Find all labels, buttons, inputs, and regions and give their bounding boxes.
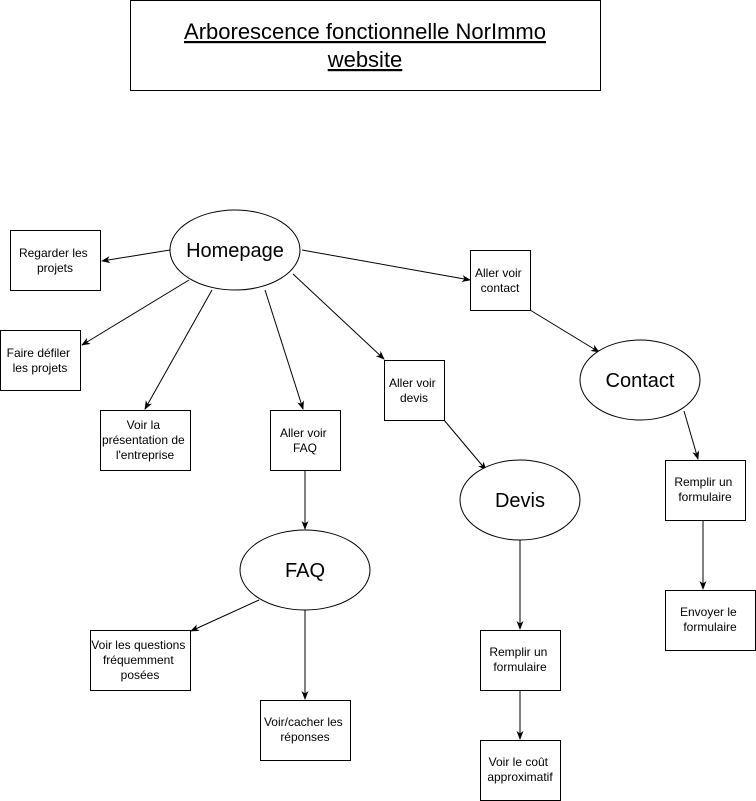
- title-box: Arborescence fonctionnelle NorImmo websi…: [130, 0, 601, 91]
- node-faq-label: FAQ: [285, 560, 325, 582]
- box-voir-presentation: Voir la présentation de l'entreprise: [100, 410, 191, 471]
- box-voir-cout: Voir le coût approximatif: [480, 740, 561, 801]
- edge-contact-remplir: [683, 410, 700, 460]
- box-aller-contact-label: Aller voir contact: [475, 266, 525, 295]
- box-aller-devis-label: Aller voir devis: [389, 376, 439, 405]
- box-regarder-projets: Regarder les projets: [10, 230, 101, 291]
- box-faire-defiler: Faire défiler les projets: [0, 330, 81, 391]
- edge-aller-contact-contact: [529, 309, 600, 353]
- node-homepage-label: Homepage: [186, 240, 284, 262]
- box-remplir-devis: Remplir un formulaire: [480, 630, 561, 691]
- edge-aller-devis-devis: [443, 419, 487, 471]
- box-aller-contact: Aller voir contact: [470, 250, 531, 311]
- box-voir-cout-label: Voir le coût approximatif: [487, 755, 553, 784]
- edge-homepage-aller-contact: [301, 249, 471, 283]
- edge-homepage-regarder: [101, 249, 171, 264]
- box-faire-defiler-label: Faire défiler les projets: [7, 346, 74, 375]
- node-homepage: Homepage: [169, 209, 301, 291]
- box-questions-frequentes: Voir les questions fréquemment posées: [90, 630, 191, 691]
- box-remplir-devis-label: Remplir un formulaire: [489, 645, 550, 674]
- edge-homepage-presentation: [144, 289, 213, 410]
- box-regarder-projets-label: Regarder les projets: [19, 246, 91, 275]
- box-aller-devis: Aller voir devis: [384, 360, 445, 421]
- edge-faq-questions: [190, 599, 260, 632]
- box-voir-cacher-label: Voir/cacher les réponses: [264, 715, 346, 744]
- box-envoyer-formulaire-label: Envoyer le formulaire: [680, 605, 740, 634]
- box-aller-faq: Aller voir FAQ: [270, 410, 341, 471]
- box-remplir-contact: Remplir un formulaire: [665, 460, 746, 521]
- edge-homepage-aller-devis: [292, 273, 385, 360]
- box-remplir-contact-label: Remplir un formulaire: [674, 475, 735, 504]
- box-voir-presentation-label: Voir la présentation de l'entreprise: [102, 418, 188, 462]
- box-questions-frequentes-label: Voir les questions fréquemment posées: [91, 638, 188, 682]
- node-faq: FAQ: [239, 529, 371, 611]
- node-contact: Contact: [579, 339, 701, 421]
- box-aller-faq-label: Aller voir FAQ: [280, 426, 330, 455]
- node-contact-label: Contact: [606, 370, 675, 392]
- box-envoyer-formulaire: Envoyer le formulaire: [665, 590, 756, 651]
- title-line-1: Arborescence fonctionnelle NorImmo: [184, 19, 546, 44]
- node-devis-label: Devis: [495, 490, 545, 512]
- edge-homepage-aller-faq: [264, 289, 304, 410]
- edges: [81, 249, 707, 740]
- node-devis: Devis: [459, 459, 581, 541]
- title-line-2: website: [327, 47, 403, 72]
- edge-homepage-faire-defiler: [81, 279, 190, 346]
- box-voir-cacher: Voir/cacher les réponses: [260, 700, 351, 761]
